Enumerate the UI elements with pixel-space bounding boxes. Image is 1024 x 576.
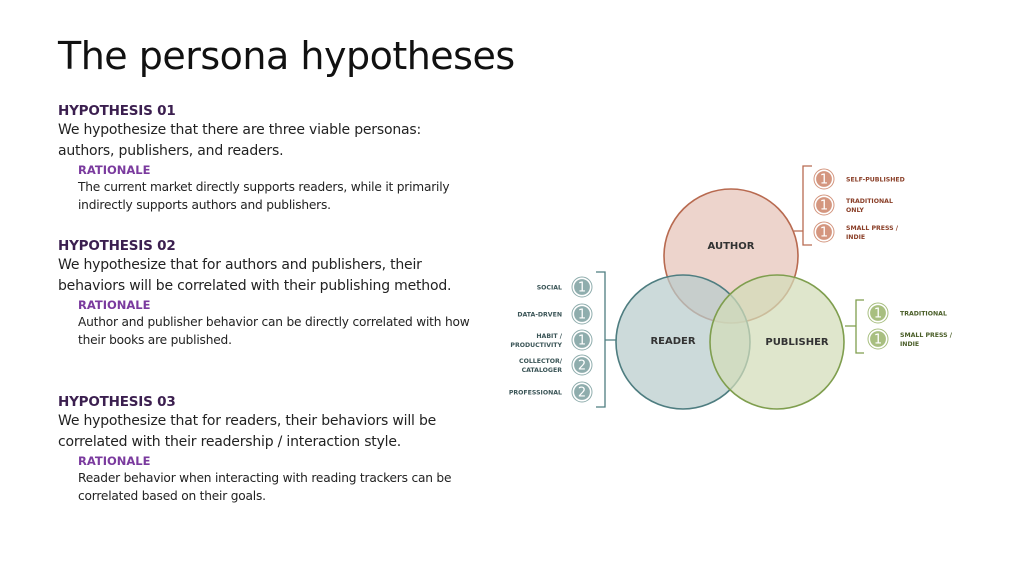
reader-label: READER — [650, 336, 695, 347]
hypothesis-03: HYPOTHESIS 03 We hypothesize that for re… — [58, 393, 478, 505]
publisher-label: PUBLISHER — [765, 337, 829, 348]
segment-label: CATALOGER — [522, 367, 563, 374]
segment-count: 2 — [578, 386, 586, 401]
segment-label: SELF-PUBLISHED — [846, 177, 905, 184]
hypothesis-heading: HYPOTHESIS 03 — [58, 394, 176, 410]
segment-count: 2 — [578, 359, 586, 374]
segment-label: SOCIAL — [537, 285, 562, 292]
segment-label: TRADITIONAL — [900, 311, 947, 318]
hypothesis-body: We hypothesize that for authors and publ… — [58, 257, 452, 294]
segment-count: 1 — [820, 226, 828, 241]
publisher-circle — [709, 274, 845, 410]
hypothesis-01: HYPOTHESIS 01 We hypothesize that there … — [58, 102, 478, 214]
hypothesis-body: We hypothesize that there are three viab… — [58, 122, 421, 159]
reader-segment-badge: 2 — [571, 381, 593, 403]
page-title: The persona hypotheses — [58, 34, 515, 78]
author-segment-badge: 1 — [813, 168, 835, 190]
hypothesis-02: HYPOTHESIS 02 We hypothesize that for au… — [58, 237, 478, 349]
reader-segment-badge: 1 — [571, 303, 593, 325]
segment-count: 1 — [820, 173, 828, 188]
author-label: AUTHOR — [708, 241, 755, 252]
segment-label: PROFESSIONAL — [509, 390, 562, 397]
reader-segment-badge: 1 — [571, 276, 593, 298]
segment-count: 1 — [578, 308, 586, 323]
segment-label: COLLECTOR/ — [519, 358, 563, 365]
segment-label: INDIE — [846, 234, 865, 241]
rationale-heading: RATIONALE — [78, 163, 151, 177]
rationale-heading: RATIONALE — [78, 298, 151, 312]
rationale-body: Author and publisher behavior can be dir… — [78, 315, 470, 347]
rationale-body: Reader behavior when interacting with re… — [78, 471, 452, 503]
rationale-block: RATIONALE Author and publisher behavior … — [78, 297, 478, 349]
segment-label: ONLY — [846, 207, 864, 214]
rationale-body: The current market directly supports rea… — [78, 180, 450, 212]
hypothesis-heading: HYPOTHESIS 01 — [58, 103, 176, 119]
segment-count: 1 — [820, 199, 828, 214]
hypothesis-heading: HYPOTHESIS 02 — [58, 238, 176, 254]
segment-count: 1 — [874, 307, 882, 322]
segment-count: 1 — [578, 281, 586, 296]
segment-label: DATA-DRVEN — [517, 312, 562, 319]
segment-label: SMALL PRESS / — [900, 332, 953, 339]
segment-label: HABIT / — [536, 333, 562, 340]
segment-label: INDIE — [900, 341, 919, 348]
publisher-segment-badge: 1 — [867, 302, 889, 324]
reader-segment-badge: 1 — [571, 329, 593, 351]
reader-segment-badge: 2 — [571, 354, 593, 376]
publisher-segment-badge: 1 — [867, 328, 889, 350]
segment-label: SMALL PRESS / — [846, 225, 899, 232]
hypothesis-body: We hypothesize that for readers, their b… — [58, 413, 437, 450]
segment-label: PRODUCTIVITY — [510, 342, 562, 349]
rationale-block: RATIONALE Reader behavior when interacti… — [78, 453, 478, 505]
segment-count: 1 — [578, 334, 586, 349]
author-segment-badge: 1 — [813, 194, 835, 216]
author-segment-badge: 1 — [813, 221, 835, 243]
segment-count: 1 — [874, 333, 882, 348]
rationale-block: RATIONALE The current market directly su… — [78, 162, 478, 214]
segment-label: TRADITIONAL — [846, 198, 893, 205]
rationale-heading: RATIONALE — [78, 454, 151, 468]
